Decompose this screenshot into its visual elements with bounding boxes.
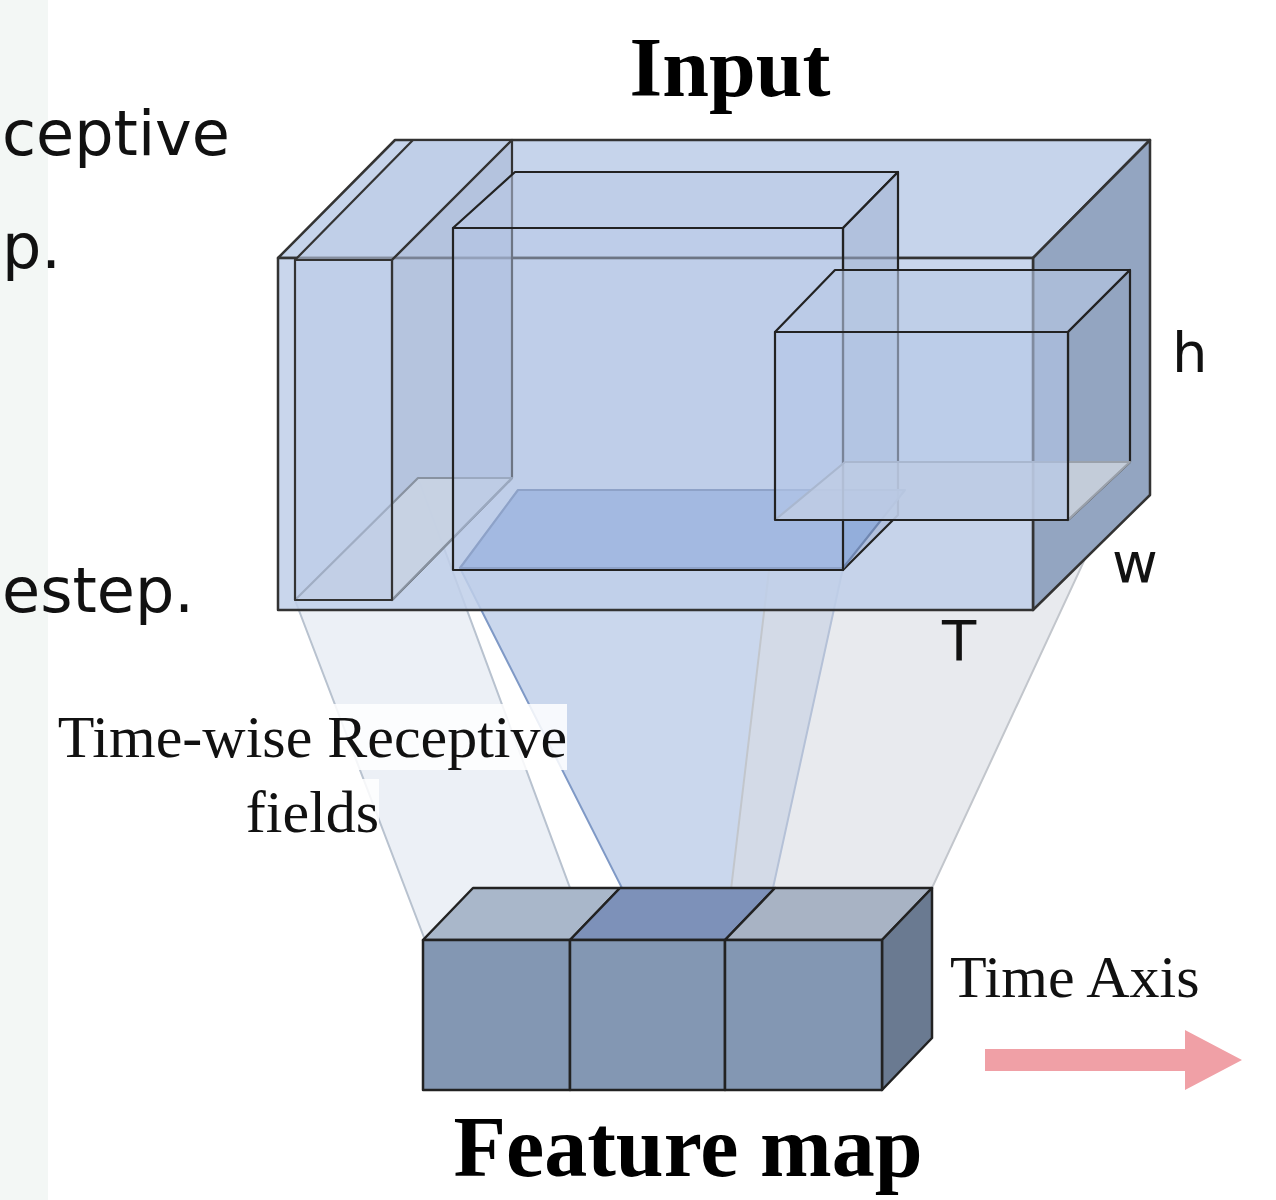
label-box: w [1112, 528, 1158, 598]
label-box: estep. [2, 552, 194, 630]
label-box: Time-wise Receptive fields [55, 700, 570, 850]
axis-label: Time Axis [950, 944, 1200, 1010]
slide-text: estep. [2, 554, 194, 627]
label-box: Time Axis [950, 940, 1200, 1015]
input-block [278, 140, 1150, 610]
axis-label: w [1112, 530, 1158, 595]
slide-text: ceptive [2, 97, 230, 170]
heading-node: Feature map [454, 1100, 923, 1195]
slide-text: p. [2, 210, 61, 283]
label-box: h [1172, 318, 1208, 388]
time-arrow [985, 1030, 1242, 1090]
feature-cubes [423, 888, 932, 1090]
heading-text: Input [630, 22, 831, 114]
label-box: T [942, 606, 976, 676]
axis-label: h [1172, 320, 1208, 385]
heading-node: Input [630, 22, 831, 114]
label-box: ceptive [2, 95, 230, 173]
axis-label: Time-wise Receptive fields [58, 704, 567, 845]
label-box: p. [2, 208, 61, 286]
heading-text: Feature map [454, 1100, 923, 1195]
receptive-slice [775, 270, 1130, 520]
axis-label: T [942, 608, 976, 673]
